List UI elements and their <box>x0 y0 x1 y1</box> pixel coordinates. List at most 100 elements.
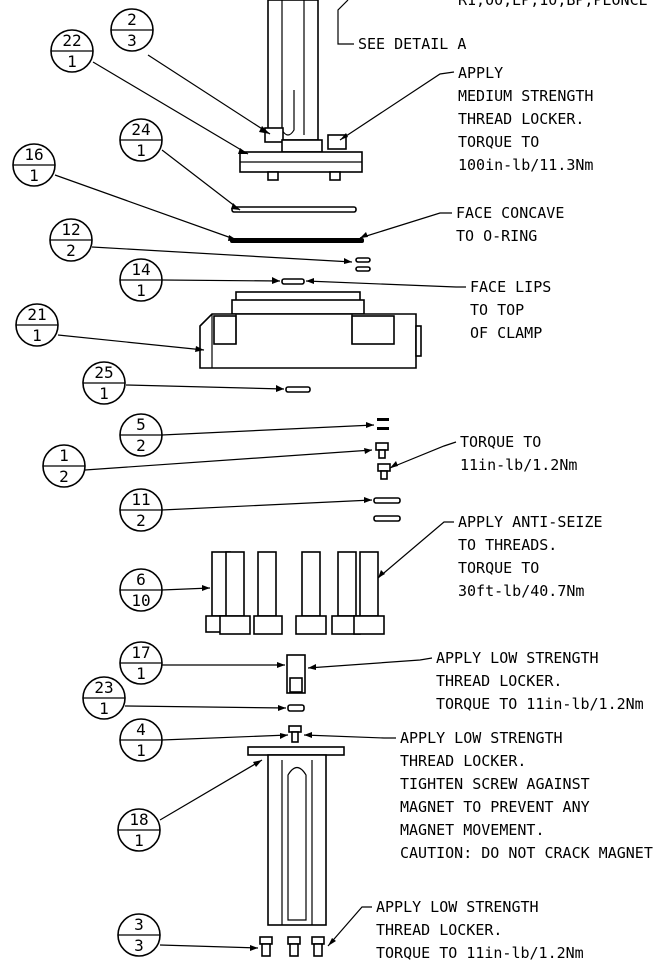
upper-shaft-part <box>267 0 319 141</box>
magnet-holder-part <box>286 654 306 694</box>
balloon-item-1: 12 <box>42 444 86 488</box>
lower-bracket-part <box>247 746 345 926</box>
svg-text:1: 1 <box>136 664 146 683</box>
balloon-item-11: 112 <box>119 488 163 532</box>
svg-text:100in-lb/11.3Nm: 100in-lb/11.3Nm <box>458 156 593 174</box>
svg-text:1: 1 <box>32 326 42 345</box>
torque-small-screw-note: TORQUE TO 11in-lb/1.2Nm <box>460 433 577 474</box>
face-lips-note: FACE LIPS TO TOP OF CLAMP <box>470 278 551 342</box>
balloon-item-6: 610 <box>119 568 163 612</box>
svg-text:TORQUE TO 11in-lb/1.2Nm: TORQUE TO 11in-lb/1.2Nm <box>376 944 584 961</box>
low-strength-thread-locker-note-1: APPLY LOW STRENGTH THREAD LOCKER. TORQUE… <box>436 649 644 713</box>
svg-text:1: 1 <box>136 141 146 160</box>
balloon-item-3: 33 <box>117 913 161 957</box>
svg-text:21: 21 <box>27 305 46 324</box>
balloon-item-17: 171 <box>119 641 163 685</box>
gasket-part <box>231 206 357 213</box>
svg-text:TO O-RING: TO O-RING <box>456 227 537 245</box>
svg-text:1: 1 <box>134 831 144 850</box>
svg-text:17: 17 <box>131 643 150 662</box>
svg-text:MEDIUM STRENGTH: MEDIUM STRENGTH <box>458 87 593 105</box>
see-detail-a-note: SEE DETAIL A <box>358 35 466 53</box>
leader-lines <box>54 0 466 949</box>
magnet-caution-note: APPLY LOW STRENGTH THREAD LOCKER. TIGHTE… <box>400 729 653 862</box>
svg-text:THREAD LOCKER.: THREAD LOCKER. <box>376 921 502 939</box>
svg-text:MAGNET TO PREVENT ANY: MAGNET TO PREVENT ANY <box>400 798 590 816</box>
svg-text:22: 22 <box>62 31 81 50</box>
top-flange-part <box>239 127 363 181</box>
svg-text:1: 1 <box>136 741 146 760</box>
svg-text:2: 2 <box>59 467 69 486</box>
anti-seize-note: APPLY ANTI-SEIZE TO THREADS. TORQUE TO 3… <box>458 513 603 600</box>
svg-text:3: 3 <box>134 936 144 955</box>
balloon-item-14: 141 <box>119 258 163 302</box>
balloon-item-12: 122 <box>49 218 93 262</box>
svg-text:30ft-lb/40.7Nm: 30ft-lb/40.7Nm <box>458 582 584 600</box>
svg-text:5: 5 <box>136 415 146 434</box>
svg-text:TORQUE TO: TORQUE TO <box>460 433 541 451</box>
o-ring-part <box>230 238 364 243</box>
svg-text:24: 24 <box>131 120 150 139</box>
balloon-item-22: 221 <box>50 29 94 73</box>
small-screw-part <box>375 442 391 480</box>
low-strength-thread-locker-note-2: APPLY LOW STRENGTH THREAD LOCKER. TORQUE… <box>376 898 584 961</box>
svg-text:TORQUE TO: TORQUE TO <box>458 559 539 577</box>
svg-text:10: 10 <box>131 591 150 610</box>
svg-text:1: 1 <box>59 446 69 465</box>
svg-text:TORQUE TO: TORQUE TO <box>458 133 539 151</box>
svg-text:APPLY LOW STRENGTH: APPLY LOW STRENGTH <box>400 729 563 747</box>
svg-text:OF CLAMP: OF CLAMP <box>470 324 542 342</box>
svg-text:TO TOP: TO TOP <box>470 301 524 319</box>
svg-text:APPLY: APPLY <box>458 64 503 82</box>
svg-text:3: 3 <box>127 31 137 50</box>
set-screw-part <box>288 725 302 743</box>
pin-part <box>285 386 311 393</box>
svg-text:MAGNET MOVEMENT.: MAGNET MOVEMENT. <box>400 821 545 839</box>
medium-thread-locker-note: APPLY MEDIUM STRENGTH THREAD LOCKER. TOR… <box>458 64 593 174</box>
svg-text:11in-lb/1.2Nm: 11in-lb/1.2Nm <box>460 456 577 474</box>
mount-screw-part <box>259 936 325 957</box>
svg-text:TO THREADS.: TO THREADS. <box>458 536 557 554</box>
washer-part <box>373 497 401 522</box>
magnet-part <box>287 704 305 712</box>
balloon-item-24: 241 <box>119 118 163 162</box>
svg-text:3: 3 <box>134 915 144 934</box>
bolt-set-part <box>205 551 385 635</box>
svg-text:12: 12 <box>61 220 80 239</box>
svg-text:1: 1 <box>99 384 109 403</box>
svg-text:2: 2 <box>127 10 137 29</box>
balloon-item-4: 41 <box>119 718 163 762</box>
face-concave-note: FACE CONCAVE TO O-RING <box>456 204 564 245</box>
svg-text:FACE CONCAVE: FACE CONCAVE <box>456 204 564 222</box>
svg-text:FACE LIPS: FACE LIPS <box>470 278 551 296</box>
svg-text:APPLY LOW STRENGTH: APPLY LOW STRENGTH <box>376 898 539 916</box>
svg-text:1: 1 <box>99 699 109 718</box>
svg-text:16: 16 <box>24 145 43 164</box>
clamp-part <box>199 291 422 369</box>
balloon-item-2: 23 <box>110 8 154 52</box>
top-cut-note: R1,00,EP,10,BP,PEONCE <box>458 0 648 9</box>
svg-text:1: 1 <box>67 52 77 71</box>
balloon-item-25: 251 <box>82 361 126 405</box>
svg-text:THREAD LOCKER.: THREAD LOCKER. <box>436 672 562 690</box>
svg-text:23: 23 <box>94 678 113 697</box>
svg-text:14: 14 <box>131 260 150 279</box>
arrowheads <box>195 126 398 951</box>
svg-text:25: 25 <box>94 363 113 382</box>
balloon-item-5: 52 <box>119 413 163 457</box>
small-washer-part <box>377 418 389 430</box>
balloon-item-23: 231 <box>82 676 126 720</box>
seal-part <box>281 278 305 285</box>
svg-text:6: 6 <box>136 570 146 589</box>
svg-text:APPLY ANTI-SEIZE: APPLY ANTI-SEIZE <box>458 513 603 531</box>
svg-text:APPLY LOW STRENGTH: APPLY LOW STRENGTH <box>436 649 599 667</box>
svg-text:1: 1 <box>29 166 39 185</box>
svg-text:2: 2 <box>136 511 146 530</box>
svg-text:1: 1 <box>136 281 146 300</box>
washer-pair-part <box>355 257 371 272</box>
svg-text:11: 11 <box>131 490 150 509</box>
svg-text:4: 4 <box>136 720 146 739</box>
balloon-item-21: 211 <box>15 303 59 347</box>
svg-text:18: 18 <box>129 810 148 829</box>
